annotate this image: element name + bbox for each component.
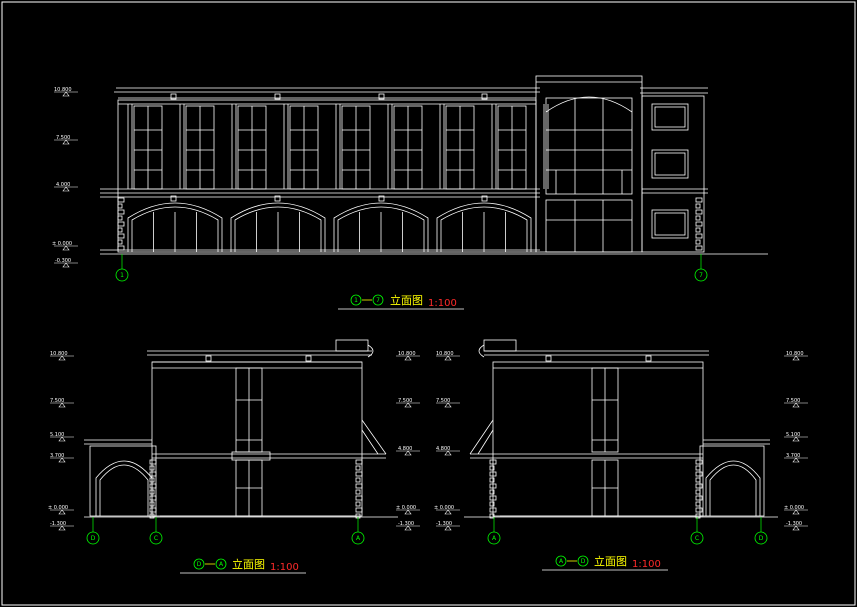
level-label: 3.700 xyxy=(50,453,64,459)
level-label: 7.500 xyxy=(56,135,70,141)
level-label: -1.300 xyxy=(436,521,452,527)
elevation-scale: 1:100 xyxy=(428,298,457,309)
front-elevation xyxy=(100,75,768,255)
axis-label: C xyxy=(695,535,699,542)
side-left-level-labels: 10.800 7.500 5.100 3.700 ± 0.000 -1.300 … xyxy=(48,351,416,527)
level-label: 7.500 xyxy=(436,398,450,404)
level-label: 7.500 xyxy=(398,398,412,404)
level-label: 10.800 xyxy=(436,351,454,357)
level-label: 10.800 xyxy=(54,87,72,93)
level-label: 7.500 xyxy=(786,398,800,404)
axis-label: A xyxy=(356,535,361,542)
title-axis: 7 xyxy=(376,297,380,304)
level-label: ± 0.000 xyxy=(48,505,68,511)
level-label: ± 0.000 xyxy=(52,241,72,247)
side-left-title: D A 立面图 1:100 xyxy=(180,557,306,574)
side-elevation-left xyxy=(84,339,398,519)
level-label: 4.800 xyxy=(436,446,450,452)
title-axis: 1 xyxy=(354,297,358,304)
level-label: -1.300 xyxy=(50,521,66,527)
front-axis-markers: 1 7 xyxy=(115,254,708,282)
level-label: ± 0.000 xyxy=(784,505,804,511)
title-axis: D xyxy=(197,561,202,568)
level-label: -0.300 xyxy=(55,258,71,264)
level-label: 10.800 xyxy=(398,351,416,357)
axis-label: A xyxy=(492,535,497,542)
level-label: 10.800 xyxy=(786,351,804,357)
axis-label: D xyxy=(759,535,764,542)
elevation-title: 立面图 xyxy=(390,293,423,307)
title-axis: A xyxy=(559,558,564,565)
level-label: 7.500 xyxy=(50,398,64,404)
level-label: -1.300 xyxy=(398,521,414,527)
axis-label: D xyxy=(91,535,96,542)
front-level-labels: 10.800 7.500 4.000 ± 0.000 -0.300 xyxy=(52,87,72,264)
side-right-title: A D 立面图 1:100 xyxy=(542,554,668,571)
side-right-level-labels: 10.800 7.500 4.800 ± 0.000 -1.300 10.800… xyxy=(434,351,804,527)
level-label: 3.700 xyxy=(786,453,800,459)
axis-label: 7 xyxy=(699,272,703,279)
elevation-scale: 1:100 xyxy=(270,562,299,573)
axis-label: C xyxy=(154,535,158,542)
level-label: ± 0.000 xyxy=(434,505,454,511)
level-label: 4.000 xyxy=(56,182,70,188)
front-title: 1 7 立面图 1:100 xyxy=(338,293,464,310)
level-label: -1.300 xyxy=(786,521,802,527)
side-elevation-right xyxy=(464,339,778,519)
axis-label: 1 xyxy=(120,272,124,279)
title-axis: A xyxy=(219,561,224,568)
elevation-title: 立面图 xyxy=(232,557,265,571)
level-label: 5.100 xyxy=(50,432,64,438)
level-label: 10.800 xyxy=(50,351,68,357)
elevation-title: 立面图 xyxy=(594,554,627,568)
side-right-axis-markers: A C D xyxy=(487,517,768,545)
title-axis: D xyxy=(581,558,586,565)
level-label: 4.800 xyxy=(398,446,412,452)
side-left-axis-markers: D C A xyxy=(86,517,365,545)
level-label: ± 0.000 xyxy=(396,505,416,511)
level-label: 5.100 xyxy=(786,432,800,438)
elevation-scale: 1:100 xyxy=(632,559,661,570)
